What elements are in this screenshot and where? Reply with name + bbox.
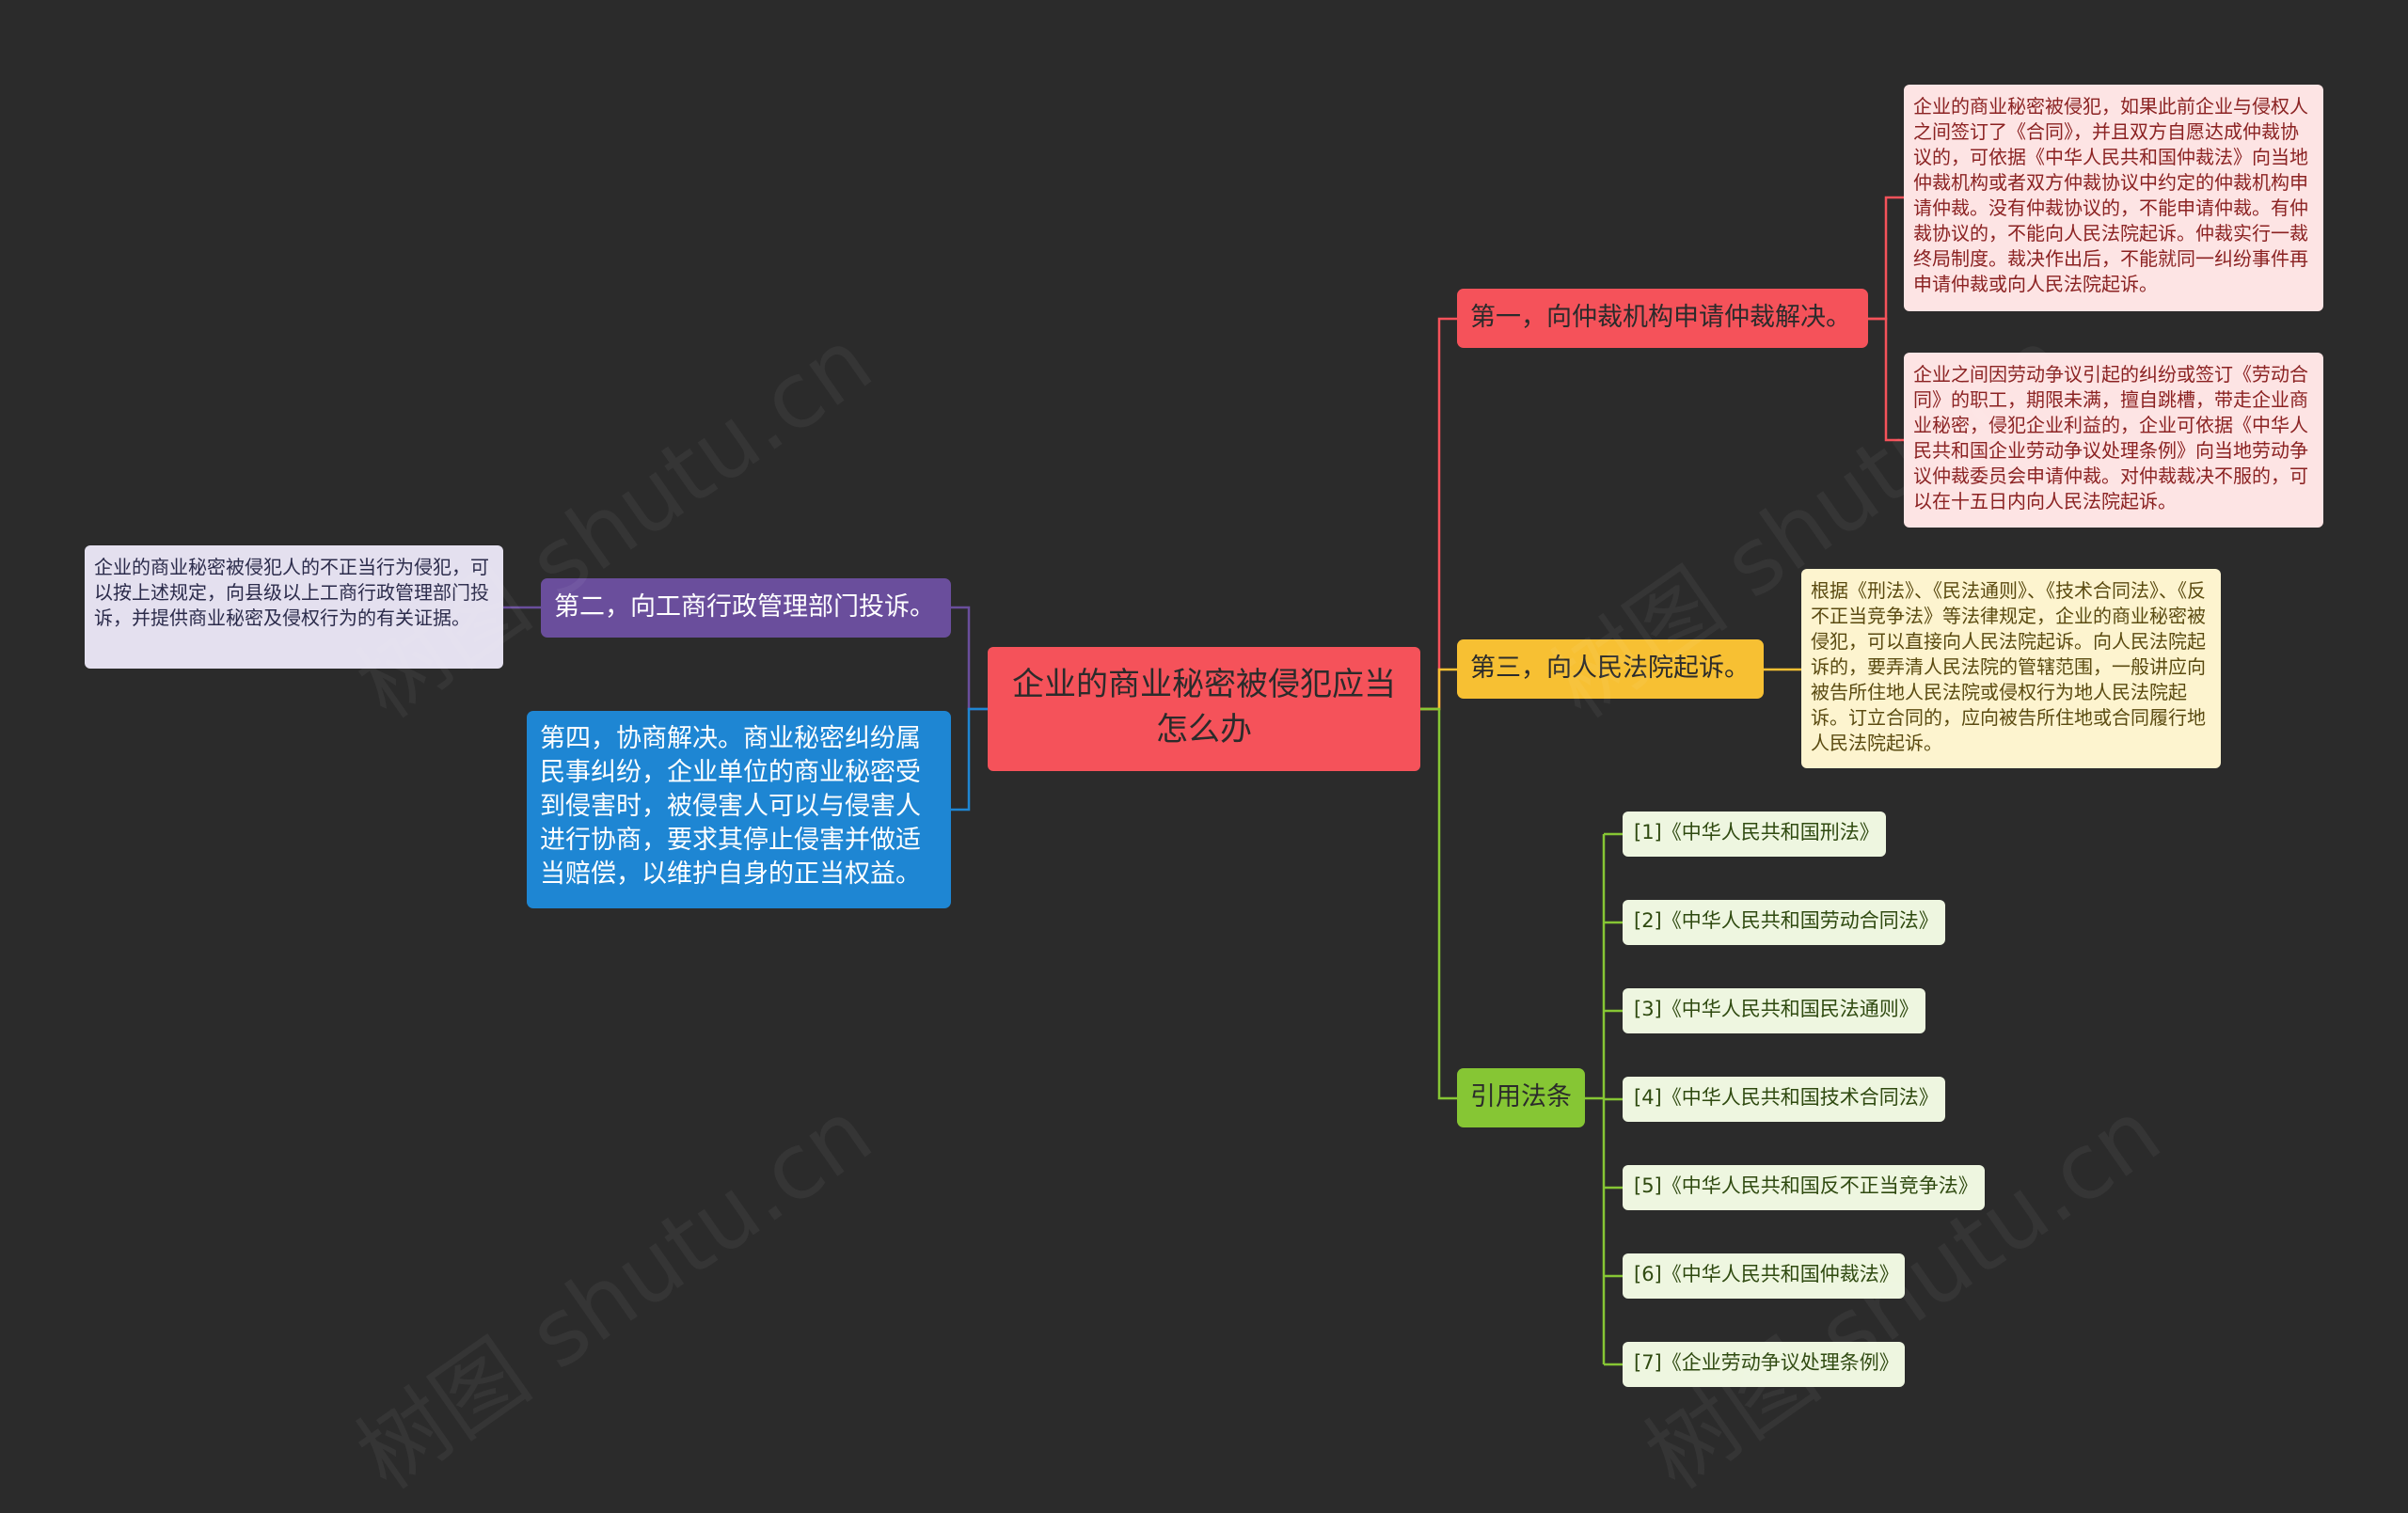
link-first-b (1868, 317, 1904, 442)
branch-arbitration[interactable]: 第一，向仲裁机构申请仲裁解决。 (1457, 289, 1868, 348)
leaf-complaint-detail[interactable]: 企业的商业秘密被侵犯人的不正当行为侵犯，可以按上述规定，向县级以上工商行政管理部… (85, 545, 503, 669)
law-ref-1[interactable]: [1]《中华人民共和国刑法》 (1623, 812, 1886, 857)
law-ref-7[interactable]: [7]《企业劳动争议处理条例》 (1623, 1342, 1905, 1387)
mind-map-canvas: 企业的商业秘密被侵犯应当怎么办 第一，向仲裁机构申请仲裁解决。 第二，向工商行政… (85, 85, 2323, 1509)
branch-negotiation[interactable]: 第四，协商解决。商业秘密纠纷属民事纠纷，企业单位的商业秘密受到侵害时，被侵害人可… (527, 711, 951, 908)
link-root-third (1420, 668, 1457, 711)
branch-lawsuit[interactable]: 第三，向人民法院起诉。 (1457, 639, 1764, 699)
law-ref-3[interactable]: [3]《中华人民共和国民法通则》 (1623, 988, 1925, 1033)
link-root-first (1420, 317, 1457, 711)
leaf-arbitration-labor[interactable]: 企业之间因劳动争议引起的纠纷或签订《劳动合同》的职工，期限未满，擅自跳槽，带走企… (1904, 353, 2323, 528)
link-root-second (951, 606, 988, 711)
link-first-a (1868, 196, 1904, 321)
law-ref-2[interactable]: [2]《中华人民共和国劳动合同法》 (1623, 900, 1945, 945)
leaf-lawsuit-detail[interactable]: 根据《刑法》、《民法通则》、《技术合同法》、《反不正当竞争法》等法律规定，企业的… (1801, 569, 2221, 768)
link-root-fourth (951, 707, 988, 812)
branch-laws[interactable]: 引用法条 (1457, 1068, 1585, 1127)
law-ref-5[interactable]: [5]《中华人民共和国反不正当竞争法》 (1623, 1165, 1985, 1210)
root-topic[interactable]: 企业的商业秘密被侵犯应当怎么办 (988, 647, 1420, 771)
leaf-arbitration-contract[interactable]: 企业的商业秘密被侵犯，如果此前企业与侵权人之间签订了《合同》，并且双方自愿达成仲… (1904, 85, 2323, 311)
branch-complaint[interactable]: 第二，向工商行政管理部门投诉。 (541, 578, 951, 638)
connector-lines (503, 196, 1904, 1366)
law-ref-6[interactable]: [6]《中华人民共和国仲裁法》 (1623, 1253, 1905, 1299)
law-ref-4[interactable]: [4]《中华人民共和国技术合同法》 (1623, 1077, 1945, 1122)
link-root-laws (1420, 707, 1457, 1100)
link-laws-refs (1585, 834, 1606, 1364)
